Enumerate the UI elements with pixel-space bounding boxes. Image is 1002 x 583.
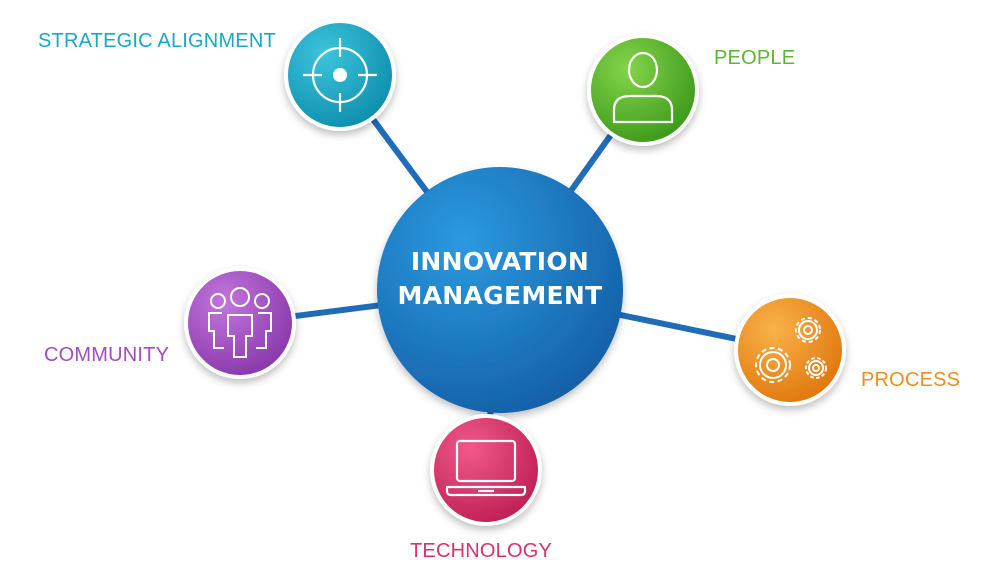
- group-icon: [208, 287, 272, 358]
- center-node: [377, 167, 623, 413]
- center-title: INNOVATION MANAGEMENT: [380, 245, 620, 313]
- laptop-icon: [445, 439, 527, 497]
- target-icon: [303, 38, 377, 112]
- node-people: [587, 34, 699, 146]
- label-technology: TECHNOLOGY: [410, 540, 553, 562]
- node-technology: [430, 414, 542, 526]
- label-strategic-alignment: STRATEGIC ALIGNMENT: [38, 30, 276, 52]
- node-strategic-alignment: [284, 19, 396, 131]
- center-title-line-2: MANAGEMENT: [397, 281, 603, 310]
- center-title-line-1: INNOVATION: [410, 247, 590, 276]
- label-people: PEOPLE: [714, 47, 796, 69]
- node-community: [184, 267, 296, 379]
- label-community: COMMUNITY: [44, 344, 170, 366]
- node-process: [734, 294, 846, 406]
- label-process: PROCESS: [861, 369, 961, 391]
- gears-icon: [755, 317, 827, 383]
- person-icon: [612, 51, 674, 124]
